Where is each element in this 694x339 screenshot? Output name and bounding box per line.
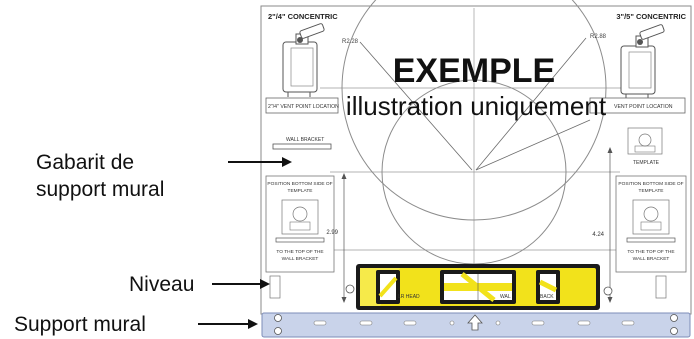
to-top-right-line1: TO THE TOP OF THE xyxy=(627,249,674,255)
callout-level-arrow xyxy=(212,279,270,289)
corner-label-left: 2"/4" CONCENTRIC xyxy=(268,12,338,21)
water-heater-right-icon xyxy=(620,24,665,99)
watermark-title: EXEMPLE xyxy=(393,52,555,90)
level-label-left: LR HEAD xyxy=(398,294,420,300)
position-right-line1: POSITION BOTTOM SIDE OF xyxy=(618,181,683,187)
radius-label-left: R2.28 xyxy=(342,39,359,45)
side-tab-right xyxy=(655,275,667,299)
callout-template-line1: Gabarit de xyxy=(36,151,134,174)
radius-leader-right xyxy=(475,37,587,171)
dimension-line-left xyxy=(341,173,347,303)
level-label-right: BACK xyxy=(540,294,554,300)
spirit-level xyxy=(356,264,600,310)
vent-point-box-right xyxy=(589,97,686,114)
wall-bracket-label: WALL BRACKET xyxy=(286,137,324,143)
arrow-up-icon xyxy=(467,314,483,331)
callout-bracket-arrow xyxy=(198,319,258,329)
level-label-mid: WAL xyxy=(500,294,511,300)
screw-left-icon xyxy=(345,284,355,294)
template-label-right: TEMPLATE xyxy=(633,160,660,166)
radius-label-right: R2.88 xyxy=(590,34,607,40)
watermark-subtitle: illustration uniquement xyxy=(346,91,607,121)
to-top-right-line2: WALL BRACKET xyxy=(633,256,670,262)
dimension-line-right xyxy=(607,147,613,303)
corner-label-right: 3"/5" CONCENTRIC xyxy=(616,12,686,21)
water-heater-left-icon xyxy=(282,23,325,97)
callout-template-line2: support mural xyxy=(36,178,164,201)
side-tab-left xyxy=(269,275,281,299)
position-right-line2: TEMPLATE xyxy=(639,188,664,194)
template-diagram-left-icon xyxy=(275,199,325,243)
to-top-left-line2: WALL BRACKET xyxy=(282,256,319,262)
to-top-left-line1: TO THE TOP OF THE xyxy=(276,249,323,255)
vent-point-label-right: VENT POINT LOCATION xyxy=(614,104,673,110)
position-left-line1: POSITION BOTTOM SIDE OF xyxy=(267,181,332,187)
callout-bracket: Support mural xyxy=(14,313,146,336)
dimension-label-right: 4.24 xyxy=(592,232,604,238)
vent-point-label-left: 2"/4" VENT POINT LOCATION xyxy=(268,104,339,110)
callout-template-arrow xyxy=(228,157,292,167)
dimension-label-left: 2.99 xyxy=(326,230,338,236)
position-left-line2: TEMPLATE xyxy=(288,188,313,194)
template-mini-icon-right xyxy=(627,127,663,155)
callout-level: Niveau xyxy=(129,273,194,296)
vent-point-box-left xyxy=(265,97,339,114)
screw-right-icon xyxy=(603,286,613,296)
radius-leader-left xyxy=(359,41,473,171)
vent-circle-large xyxy=(341,0,607,221)
wall-bracket-mini-icon xyxy=(272,143,332,150)
vent-leader-right xyxy=(475,119,591,171)
template-diagram-right-icon xyxy=(626,199,676,243)
